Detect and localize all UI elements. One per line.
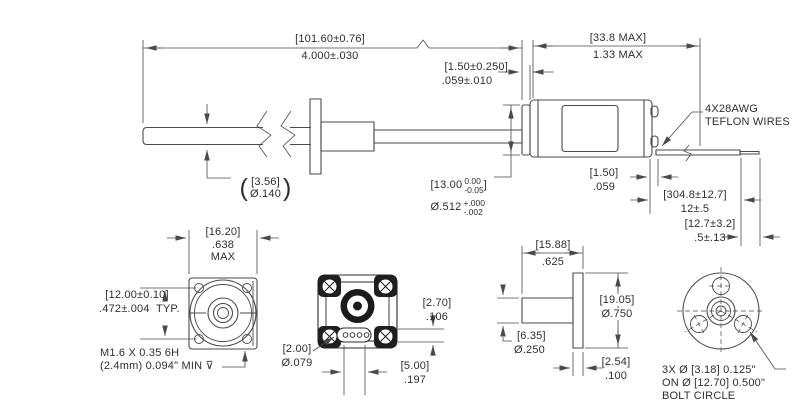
dim-flange-dia-mm: [19.05]	[598, 294, 636, 306]
dim-connector-offset-mm: [2.70]	[422, 297, 452, 309]
dim-hole-spacing-in: .472±.004 TYP.	[99, 303, 180, 315]
corner-mounting-hole	[243, 335, 252, 344]
dim-front-boss-mm: [1.50±0.250]	[444, 61, 508, 73]
bolt-circle-dimensions	[750, 332, 786, 369]
dim-pin-dia-in: Ø.079	[281, 357, 313, 369]
dim-overall-length-mm: [101.60±0.76]	[295, 33, 365, 45]
connector	[337, 328, 371, 342]
dim-wire-length-mm: [304.8±12.7]	[663, 189, 727, 201]
dim-pilot-in: Ø.512+.000-.002	[430, 197, 485, 217]
motor-band	[562, 106, 618, 152]
actuator-shaft	[143, 111, 311, 157]
lead-screw-rod	[374, 130, 522, 143]
dim-rear-cap-in: .059	[592, 181, 616, 193]
wires-note-line1: 4X28AWG	[705, 103, 758, 115]
rear-bump	[651, 106, 658, 117]
shaft-break-line	[257, 111, 271, 157]
bolt-note-line2: ON Ø [12.70] 0.500"	[662, 377, 766, 389]
dim-wire-length-in: 12±.5	[680, 203, 710, 215]
bolt-hole	[691, 316, 708, 333]
thread-note-line1: M1.6 X 0.35 6H	[100, 347, 180, 359]
front-view-dimensions	[140, 230, 279, 367]
dim-overall-length-in: 4.000±.030	[301, 50, 359, 62]
dim-rear-cap-mm: [1.50]	[589, 167, 619, 179]
rear-view-dimensions	[313, 315, 444, 395]
dim-front-width-suffix: MAX	[210, 251, 236, 263]
dim-strip-length-mm: [12.7±3.2]	[684, 218, 736, 230]
corner-mounting-hole	[243, 284, 252, 293]
dim-hole-spacing-mm: [12.00±0.10]	[105, 289, 169, 301]
paren-open: (	[239, 173, 249, 202]
wires-note-line2: TEFLON WIRES	[705, 116, 790, 128]
bolt-hole	[735, 316, 752, 333]
dim-flange-thickness-in: .100	[604, 370, 628, 382]
bushing-cylinder	[321, 122, 374, 151]
dim-body-dia-in: Ø.250	[514, 344, 545, 356]
top-view-dimensions	[143, 38, 780, 246]
dim-side-length-mm: [15.88]	[535, 239, 571, 251]
wire-break-line	[684, 145, 691, 161]
dim-pin-span-in: .197	[403, 374, 427, 386]
dim-connector-offset-in: .106	[425, 311, 449, 323]
top-view-linework	[143, 99, 759, 174]
bushing-barrel	[522, 298, 573, 323]
dim-motor-length-mm: [33.8 MAX]	[589, 32, 647, 44]
bolt-note-line3: BOLT CIRCLE	[662, 390, 736, 402]
bolt-leader-line	[750, 332, 786, 369]
dim-front-width-mm: [16.20]	[205, 226, 241, 238]
thread-note-line2: (2.4mm) 0.094" MIN ⊽	[100, 360, 214, 372]
paren-close: )	[283, 173, 292, 202]
dim-pin-dia-mm: [2.00]	[282, 343, 312, 355]
dim-strip-length-in: .5±.13	[694, 232, 726, 244]
front-flange-outline	[189, 278, 257, 349]
front-view-linework	[189, 278, 257, 349]
motor-body	[522, 100, 658, 157]
motor-front-ring	[522, 105, 530, 155]
dim-motor-length-in: 1.33 MAX	[593, 49, 643, 61]
connector-pins	[343, 333, 369, 338]
dim-pin-span-mm: [5.00]	[400, 360, 430, 372]
wires-leader-line	[662, 112, 703, 146]
dim-flange-dia-in: Ø.750	[600, 308, 634, 320]
dim-shaft-ref: ([3.56]Ø.140)	[239, 173, 292, 202]
dim-body-dia-mm: [6.35]	[517, 330, 546, 342]
rear-body-outline	[318, 275, 397, 348]
dim-flange-thickness-mm: [2.54]	[601, 356, 631, 368]
rear-view-linework	[318, 275, 397, 348]
side-view-dimensions	[497, 246, 628, 376]
bolt-circle-view-linework	[677, 267, 765, 352]
pin-leader-line	[313, 337, 334, 351]
centerlines	[677, 267, 765, 352]
flange-disc	[573, 273, 583, 348]
side-view-linework	[522, 273, 583, 348]
dim-side-length-in: .625	[541, 256, 565, 268]
shaft-break-line	[281, 111, 295, 157]
mounting-flange-side	[310, 99, 321, 174]
bolt-note-line1: 3X Ø [3.18] 0.125"	[662, 364, 756, 376]
dim-front-width-in: .638	[211, 239, 235, 251]
dim-front-boss-in: .059±.010	[441, 75, 493, 87]
thread-leader-line	[222, 351, 248, 367]
lead-wires	[656, 145, 759, 161]
rear-bump	[651, 136, 658, 147]
